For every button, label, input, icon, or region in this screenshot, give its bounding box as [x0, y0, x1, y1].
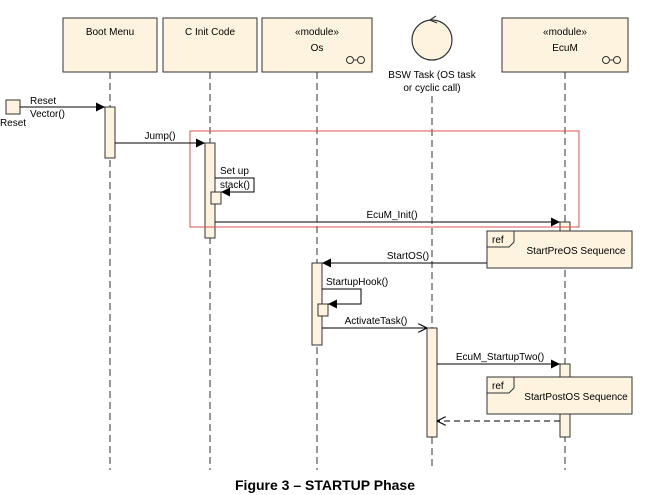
lifeline-c-init-code: C Init Code: [162, 17, 258, 470]
message-activatetask: ActivateTask(): [322, 316, 427, 328]
activation-c-init-self: [210, 191, 222, 205]
message-startuphook-label: StartupHook(): [326, 277, 388, 288]
initial-node-reset: Reset: [0, 99, 26, 129]
lifeline-os: «module» Os: [261, 17, 373, 470]
component-icon: [602, 56, 621, 64]
ref-startpreos-label: StartPreOS Sequence: [527, 246, 626, 257]
control-icon: [411, 15, 453, 61]
activation-bsw-task: [426, 327, 438, 438]
component-icon: [346, 56, 365, 64]
message-setup-stack-label-line1: Set up: [220, 166, 249, 177]
lifeline-bsw-task-name-line2: or cyclic call): [403, 83, 460, 94]
message-ecum-init-label: EcuM_Init(): [366, 210, 417, 221]
message-setup-stack-label-line2: stack(): [220, 180, 250, 191]
figure-caption: Figure 3 – STARTUP Phase: [235, 477, 415, 493]
message-reset-vector: Reset Vector(): [20, 96, 105, 120]
lifeline-bsw-task-name-line1: BSW Task (OS task: [388, 70, 477, 81]
ref-startpostos-label: StartPostOS Sequence: [524, 392, 628, 403]
initial-node-label: Reset: [0, 118, 26, 129]
message-ecum-startuptwo-label: EcuM_StartupTwo(): [456, 352, 544, 363]
activation-c-init-code: [204, 142, 216, 239]
message-jump-label: Jump(): [144, 131, 175, 142]
message-reset-vector-label-line2: Vector(): [30, 109, 65, 120]
message-reset-vector-label-line1: Reset: [30, 96, 56, 107]
activation-boot-menu: [104, 106, 116, 159]
lifeline-os-name: Os: [311, 43, 324, 54]
message-jump: Jump(): [115, 131, 205, 148]
lifeline-ecum-stereotype: «module»: [543, 27, 587, 38]
lifeline-os-stereotype: «module»: [295, 27, 339, 38]
sequence-diagram: Boot Menu C Init Code «module» Os BSW Ta…: [0, 15, 633, 470]
message-activatetask-label: ActivateTask(): [345, 316, 408, 327]
message-startos: StartOS(): [322, 251, 487, 268]
lifeline-c-init-code-name: C Init Code: [185, 27, 235, 38]
message-setup-stack: Set up stack(): [215, 166, 255, 197]
message-ecum-init: EcuM_Init(): [215, 210, 560, 227]
highlight-box: [189, 130, 580, 228]
lifeline-boot-menu: Boot Menu: [62, 17, 158, 470]
message-ecum-startuptwo: EcuM_StartupTwo(): [437, 352, 560, 369]
ref-startpreos-sequence: ref StartPreOS Sequence: [486, 230, 633, 269]
activation-os-self: [317, 303, 329, 317]
ref-startpostos-sequence: ref StartPostOS Sequence: [486, 376, 633, 415]
message-startos-label: StartOS(): [387, 251, 429, 262]
lifeline-ecum: «module» EcuM: [501, 17, 629, 470]
message-startuphook: StartupHook(): [322, 277, 388, 309]
ref-startpreos-tag: ref: [492, 235, 504, 246]
lifeline-ecum-name: EcuM: [552, 43, 578, 54]
lifeline-boot-menu-name: Boot Menu: [86, 27, 134, 38]
ref-startpostos-tag: ref: [492, 381, 504, 392]
